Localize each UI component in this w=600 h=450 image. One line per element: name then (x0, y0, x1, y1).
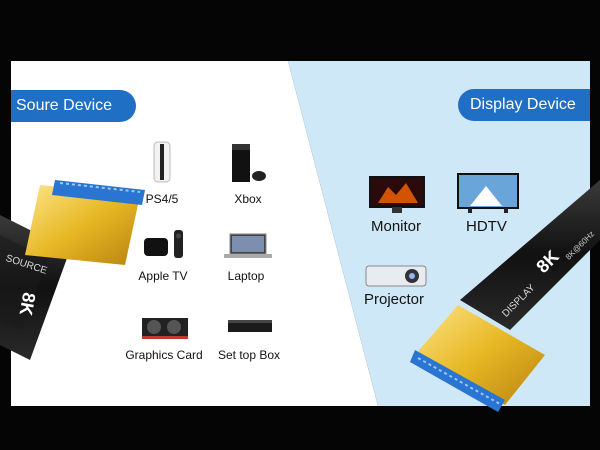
device-label-settop: Set top Box (217, 348, 281, 362)
device-label-projector: Projector (364, 291, 425, 308)
hdmi-connector-left (0, 180, 145, 360)
monitor-icon (369, 176, 425, 213)
display-device-heading: Display Device (458, 89, 590, 121)
set-top-box-icon (228, 320, 272, 332)
device-label-ps: PS4/5 (145, 192, 179, 206)
device-label-graphics: Graphics Card (125, 348, 203, 362)
device-label-xbox: Xbox (234, 192, 262, 206)
graphics-card-icon (142, 318, 188, 339)
device-label-laptop: Laptop (227, 269, 265, 283)
xbox-console-icon (232, 144, 266, 182)
hdmi-connector-right (410, 180, 600, 412)
game-console-icon (153, 141, 171, 183)
left-panel-bg (11, 61, 378, 406)
projector-icon (365, 265, 427, 287)
tv-icon (457, 173, 519, 213)
device-label-hdtv: HDTV (466, 218, 507, 235)
apple-tv-icon (144, 230, 183, 258)
source-device-heading: Soure Device (11, 90, 136, 122)
laptop-icon (224, 233, 272, 258)
device-label-appletv: Apple TV (138, 269, 188, 283)
device-label-monitor: Monitor (371, 218, 422, 235)
